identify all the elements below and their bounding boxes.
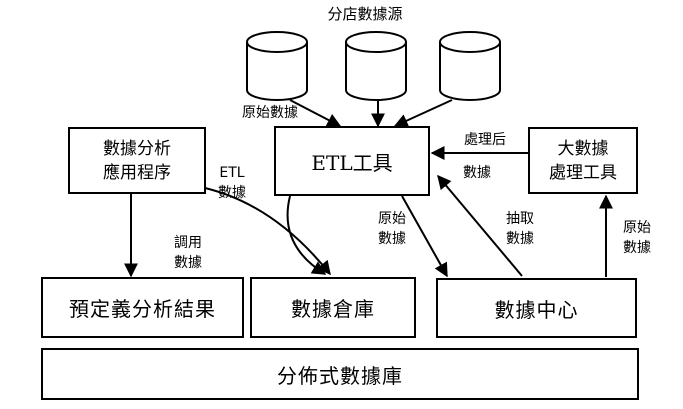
distributed-db-box: 分佈式數據庫	[41, 348, 639, 400]
warehouse-label: 數據倉庫	[291, 297, 375, 321]
arrow-app-to-warehouse	[204, 187, 331, 276]
predefined-results-box: 預定義分析結果	[41, 277, 244, 338]
warehouse-box: 數據倉庫	[250, 277, 416, 338]
database-cylinder-2	[345, 31, 407, 101]
label-etl-data: ETL 數據	[218, 165, 246, 201]
etl-tool-box: ETL工具	[274, 126, 430, 196]
etl-tool-label: ETL工具	[311, 150, 393, 175]
arrow-source3-to-etl	[393, 99, 453, 128]
distributed-db-label: 分佈式數據庫	[277, 363, 403, 388]
arrow-etl-to-datacenter	[401, 195, 448, 278]
bigdata-tool-box: 大數據 處理工具	[528, 127, 638, 194]
arrow-etl-to-warehouse	[286, 195, 327, 275]
datacenter-label: 數據中心	[494, 297, 579, 322]
arrow-datacenter-to-etl	[437, 174, 523, 277]
label-call-data: 調用 數據	[174, 235, 202, 271]
database-cylinder-3	[439, 31, 501, 101]
label-raw-data-mid: 原始 數據	[378, 211, 406, 247]
source-title: 分店數據源	[327, 5, 403, 23]
predefined-results-label: 預定義分析結果	[69, 297, 216, 321]
label-data: 數據	[463, 165, 491, 181]
bigdata-tool-label: 大數據 處理工具	[549, 138, 617, 183]
arrow-source1-to-etl	[289, 99, 342, 127]
database-cylinder-1	[246, 31, 308, 101]
analysis-app-box: 數據分析 應用程序	[68, 127, 206, 194]
label-extract-data: 抽取 數據	[506, 211, 534, 247]
datacenter-box: 數據中心	[436, 278, 637, 338]
analysis-app-label: 數據分析 應用程序	[103, 138, 171, 183]
label-processed: 處理后	[464, 132, 506, 148]
label-raw-data-right: 原始 數據	[623, 220, 651, 256]
label-raw-data-top: 原始數據	[242, 105, 298, 121]
